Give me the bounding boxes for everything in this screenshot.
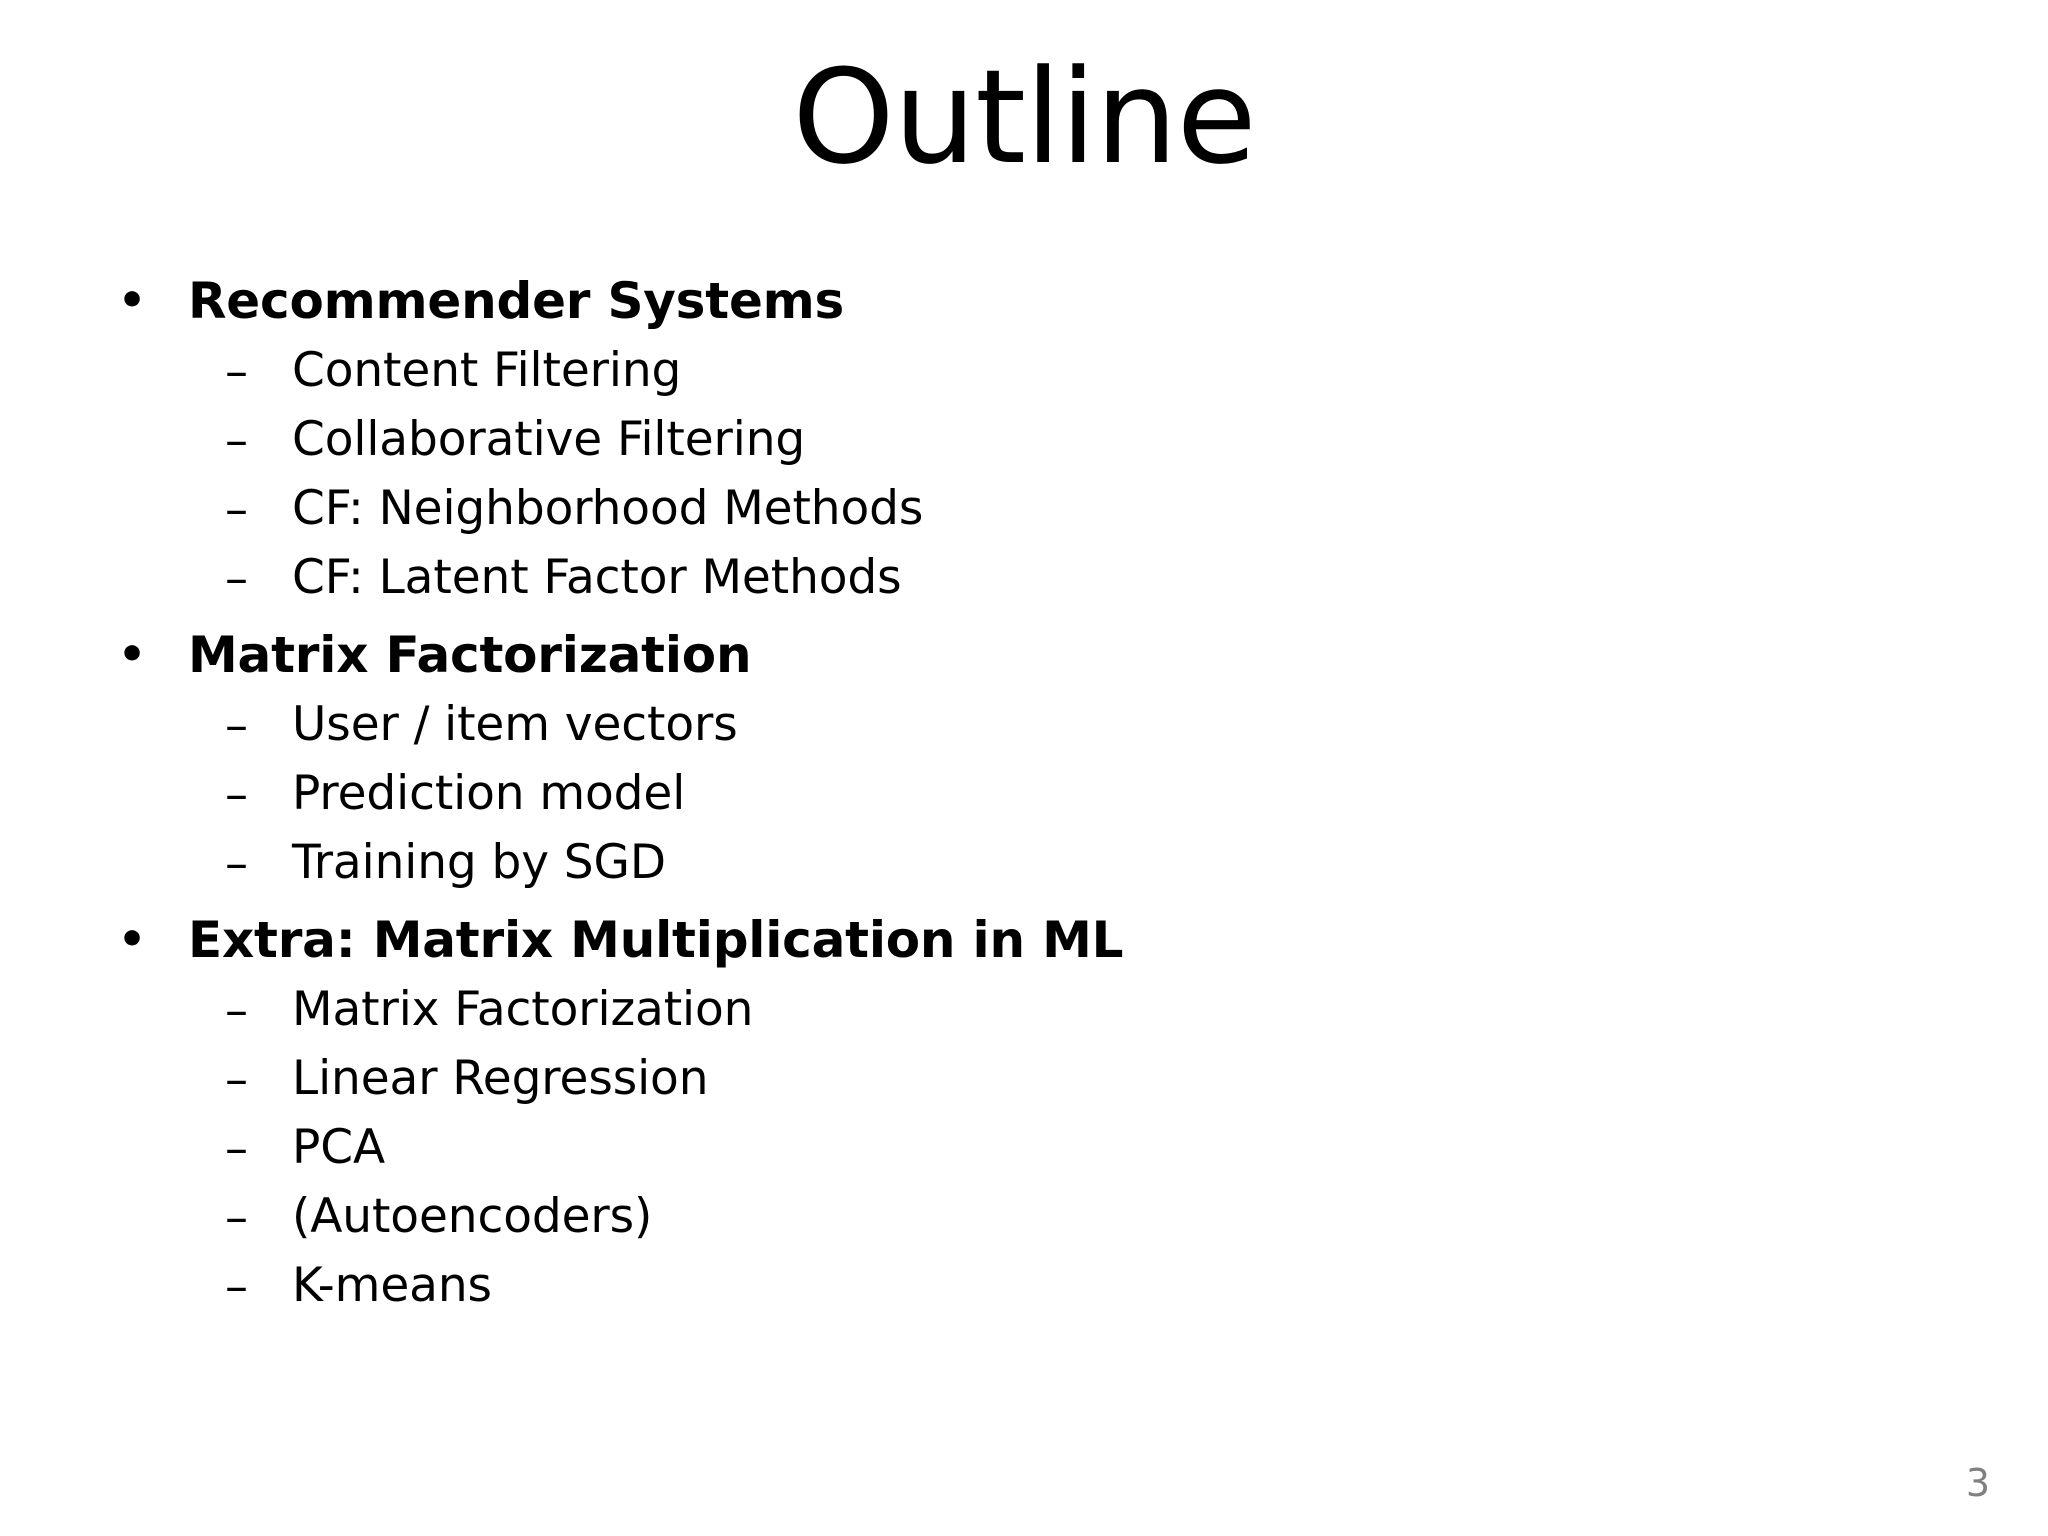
bullet-dash-icon: – [225, 413, 248, 467]
outline-item-level2-label: Prediction model [292, 766, 686, 821]
outline-item-level2-label: User / item vectors [292, 697, 738, 752]
outline-item-level2-label: Matrix Factorization [292, 982, 754, 1037]
bullet-dash-icon: – [225, 983, 248, 1037]
outline-item-level2[interactable]: –Content Filtering [0, 338, 2048, 407]
outline-item-level2[interactable]: –(Autoencoders) [0, 1184, 2048, 1253]
outline-item-level1[interactable]: • Recommender Systems [0, 268, 2048, 338]
outline-item-level2-label: CF: Neighborhood Methods [292, 481, 924, 536]
outline-item-level2[interactable]: –Prediction model [0, 761, 2048, 830]
outline-item-level2[interactable]: –Training by SGD [0, 830, 2048, 899]
bullet-dash-icon: – [225, 1190, 248, 1244]
outline-item-level2[interactable]: –User / item vectors [0, 692, 2048, 761]
outline-item-level2-label: PCA [292, 1120, 386, 1175]
outline-item-level1-label: Recommender Systems [188, 272, 845, 330]
outline-item-level2[interactable]: –Collaborative Filtering [0, 407, 2048, 476]
outline-item-level1[interactable]: • Matrix Factorization [0, 622, 2048, 692]
slide-number: 3 [1965, 1461, 1990, 1505]
outline-item-level1-label: Matrix Factorization [188, 626, 752, 684]
page-title: Outline [792, 41, 1256, 193]
outline-item-level1-label: Extra: Matrix Multiplication in ML [188, 911, 1124, 969]
outline-item-level2[interactable]: –Matrix Factorization [0, 977, 2048, 1046]
outline-list: •Recommender Systems–Content Filtering–C… [0, 268, 2048, 1322]
bullet-dot-icon: • [118, 914, 147, 965]
outline-item-level2[interactable]: –Linear Regression [0, 1046, 2048, 1115]
bullet-dash-icon: – [225, 836, 248, 890]
outline-item-level2[interactable]: –PCA [0, 1115, 2048, 1184]
bullet-dot-icon: • [118, 275, 147, 326]
bullet-dash-icon: – [225, 1259, 248, 1313]
outline-item-level2-label: Training by SGD [292, 835, 666, 890]
bullet-dash-icon: – [225, 698, 248, 752]
outline-item-level2[interactable]: –CF: Neighborhood Methods [0, 476, 2048, 545]
outline-item-level2-label: Linear Regression [292, 1051, 709, 1106]
outline-item-level2-label: K-means [292, 1258, 492, 1313]
outline-item-level1[interactable]: • Extra: Matrix Multiplication in ML [0, 907, 2048, 977]
outline-item-level2-label: Collaborative Filtering [292, 412, 806, 467]
bullet-dash-icon: – [225, 767, 248, 821]
bullet-dash-icon: – [225, 1052, 248, 1106]
outline-item-level2-label: (Autoencoders) [292, 1189, 653, 1244]
bullet-dash-icon: – [225, 1121, 248, 1175]
outline-item-level2[interactable]: –CF: Latent Factor Methods [0, 545, 2048, 614]
bullet-dash-icon: – [225, 551, 248, 605]
bullet-dash-icon: – [225, 344, 248, 398]
bullet-dot-icon: • [118, 629, 147, 680]
bullet-dash-icon: – [225, 482, 248, 536]
outline-item-level2-label: Content Filtering [292, 343, 682, 398]
outline-item-level2[interactable]: –K-means [0, 1253, 2048, 1322]
outline-item-level2-label: CF: Latent Factor Methods [292, 550, 902, 605]
